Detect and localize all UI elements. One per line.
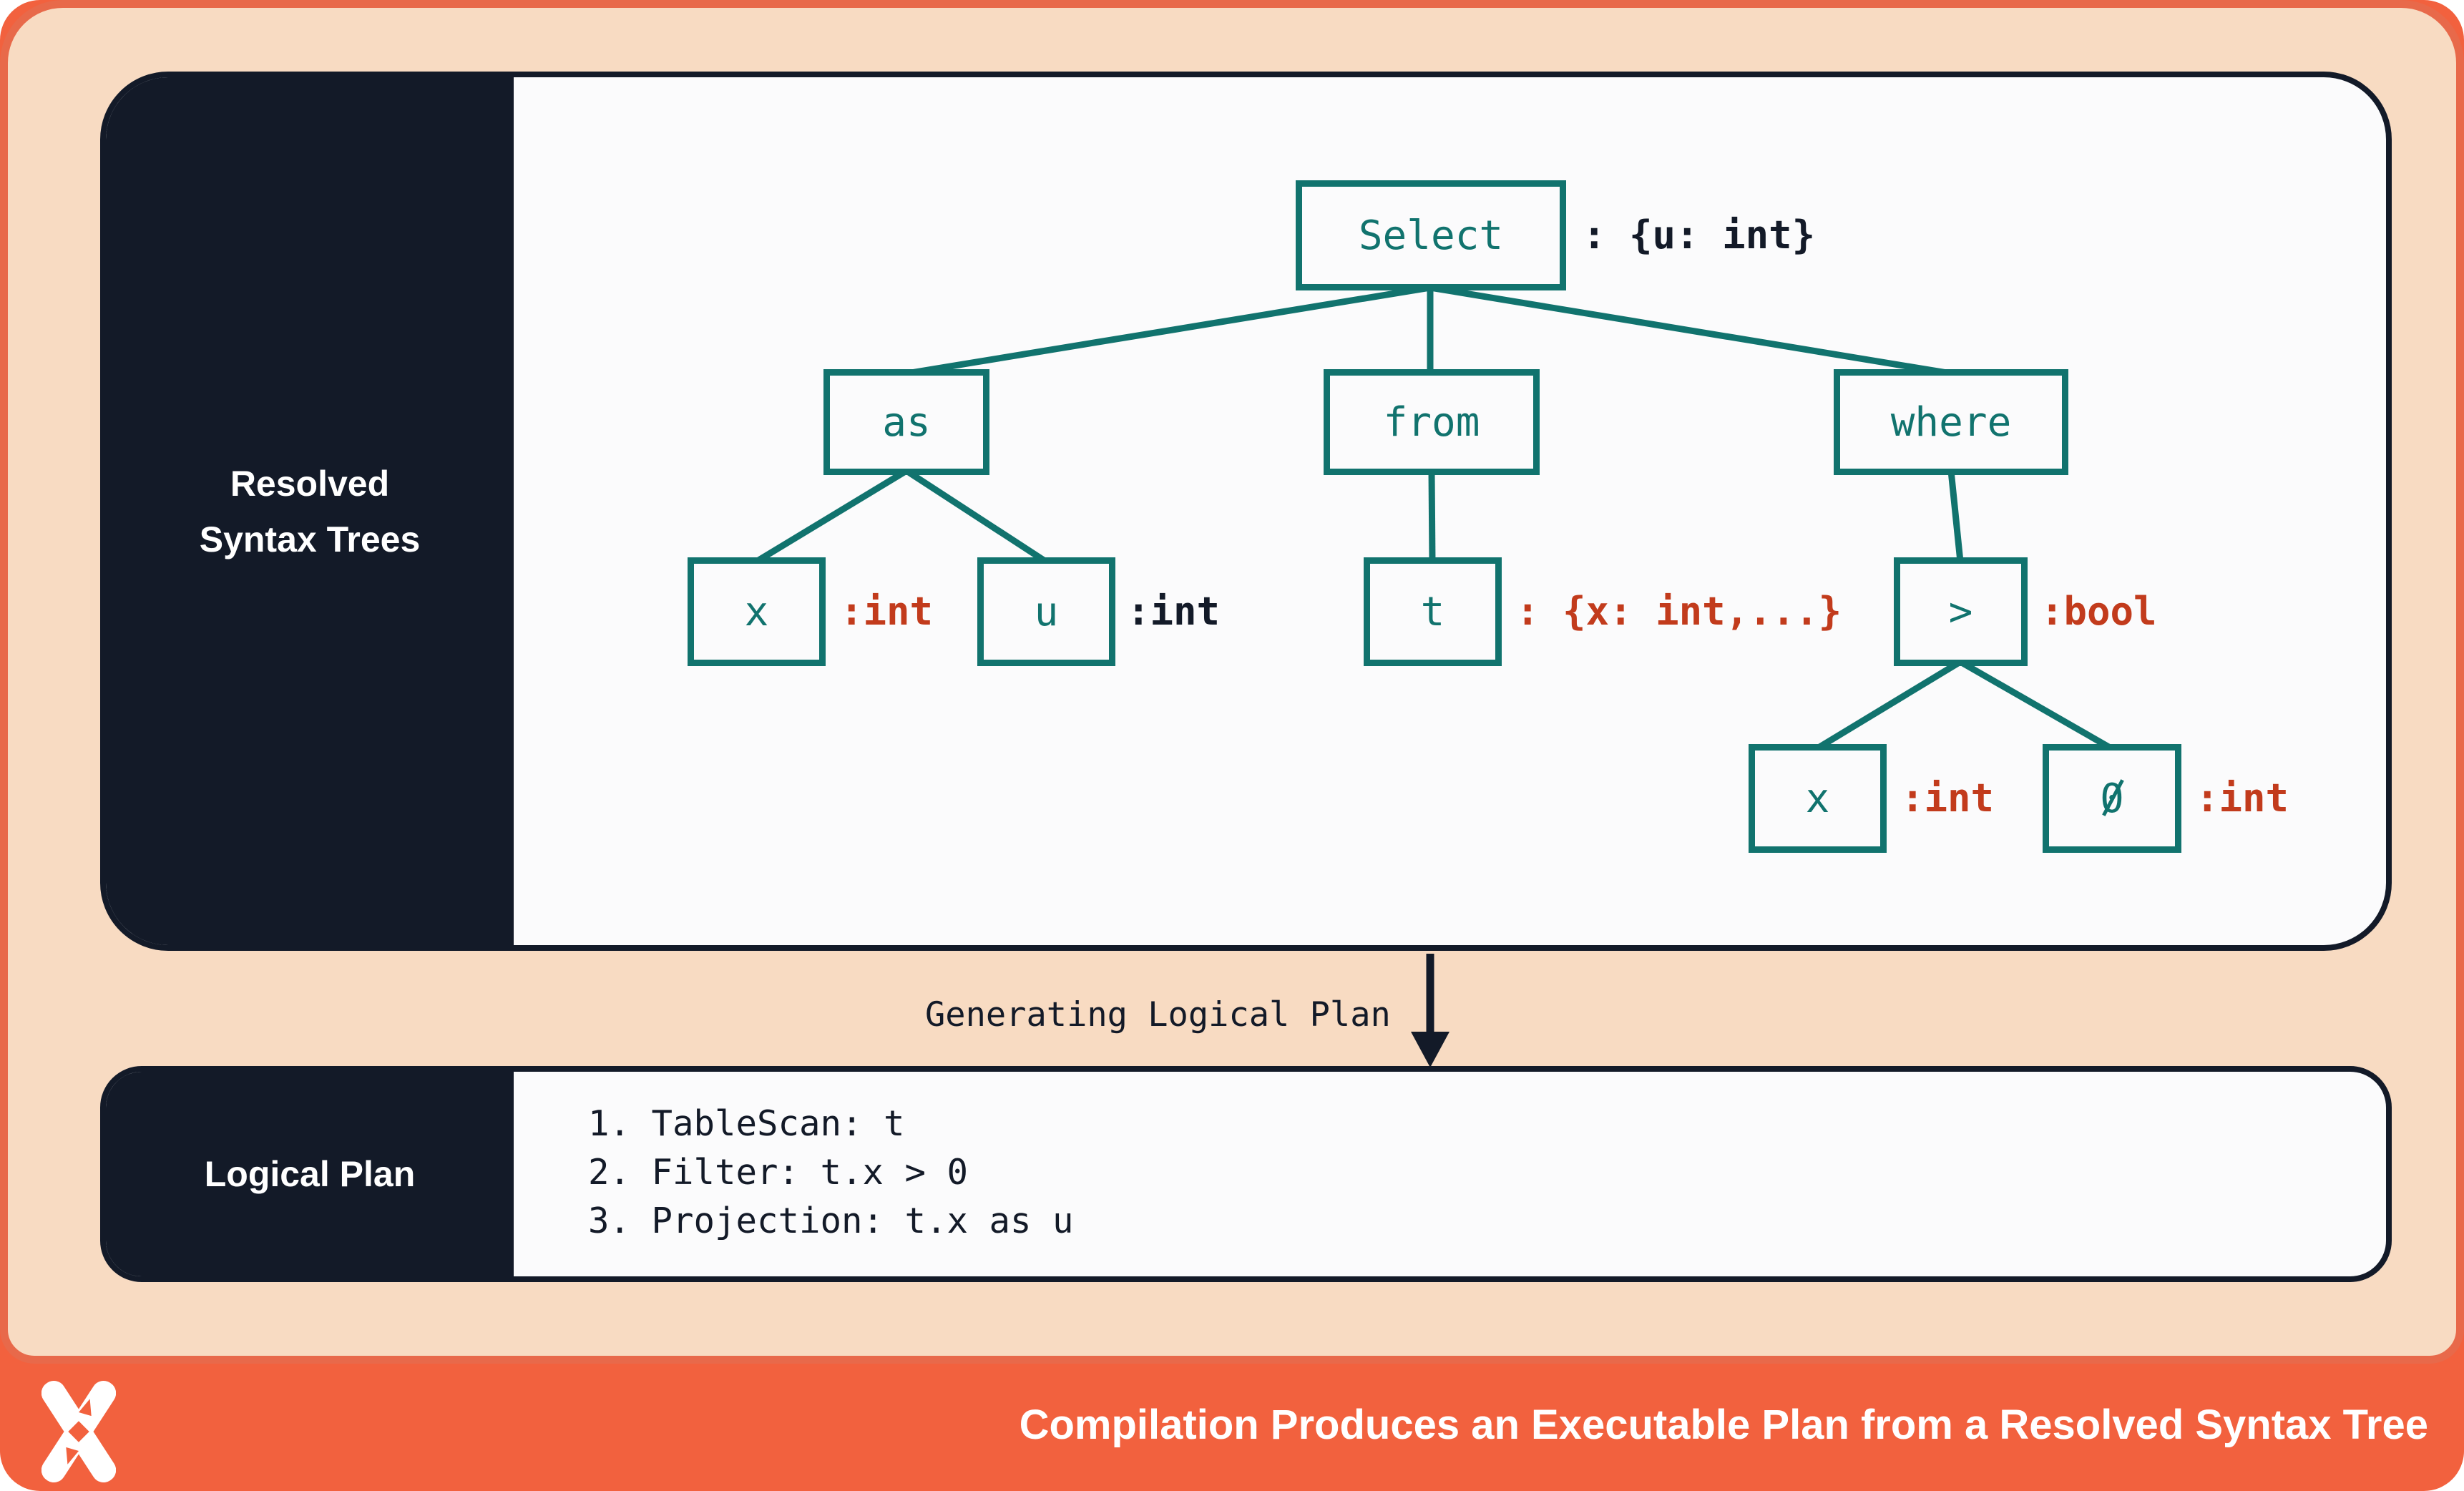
gt-type-annotation: :bool [2040,589,2157,634]
tree-node-x-alias-label: x [744,588,769,635]
tree-node-u-label: u [1034,588,1059,635]
resolved-syntax-trees-panel: Resolved Syntax Trees [100,72,2392,951]
x-operand-type-annotation: :int [1901,776,1995,821]
logical-plan-sidebar: Logical Plan [106,1072,514,1276]
tree-node-as-label: as [882,399,931,446]
x-alias-type-annotation: :int [840,589,934,634]
tree-node-from: from [1324,369,1540,475]
tree-node-t-label: t [1420,588,1445,635]
zero-type-annotation: :int [2196,776,2289,821]
tree-node-select-label: Select [1358,212,1504,259]
tree-node-select: Select [1296,180,1566,290]
select-type-annotation: : {u: int} [1583,212,1816,258]
tree-node-u: u [977,557,1115,666]
tree-node-x-operand: x [1749,744,1887,853]
tree-node-zero: 0 [2043,744,2181,853]
sidebar-label-line1: Resolved [230,463,390,504]
transition-label: Generating Logical Plan [925,995,1391,1035]
plan-step-3: 3. Projection: t.x as u [588,1201,1074,1241]
tree-node-where: where [1834,369,2068,475]
sidebar-label-line2: Syntax Trees [199,519,421,559]
logical-plan-panel: Logical Plan [100,1066,2392,1282]
tree-node-from-label: from [1383,399,1480,446]
tree-node-gt-label: > [1948,588,1973,635]
plan-step-2: 2. Filter: t.x > 0 [588,1152,969,1193]
x-shuriken-logo-icon [41,1381,116,1482]
footer-bar: Compilation Produces an Executable Plan … [0,1364,2464,1491]
tree-node-t: t [1364,557,1502,666]
tree-node-where-label: where [1890,399,2012,446]
tree-node-x-operand-label: x [1805,775,1830,822]
tree-node-as: as [823,369,989,475]
t-type-annotation: : {x: int,...} [1516,589,1842,634]
tree-node-gt: > [1894,557,2028,666]
footer-title: Compilation Produces an Executable Plan … [1019,1402,2428,1448]
resolved-syntax-trees-sidebar: Resolved Syntax Trees [106,77,514,945]
tree-node-zero-label: 0 [2100,775,2124,822]
plan-step-1: 1. TableScan: t [588,1103,905,1144]
u-type-annotation: :int [1127,589,1221,634]
sidebar-label: Logical Plan [204,1154,416,1194]
tree-node-x-alias: x [688,557,826,666]
logical-plan-steps: 1. TableScan: t 2. Filter: t.x > 0 3. Pr… [588,1100,1074,1246]
